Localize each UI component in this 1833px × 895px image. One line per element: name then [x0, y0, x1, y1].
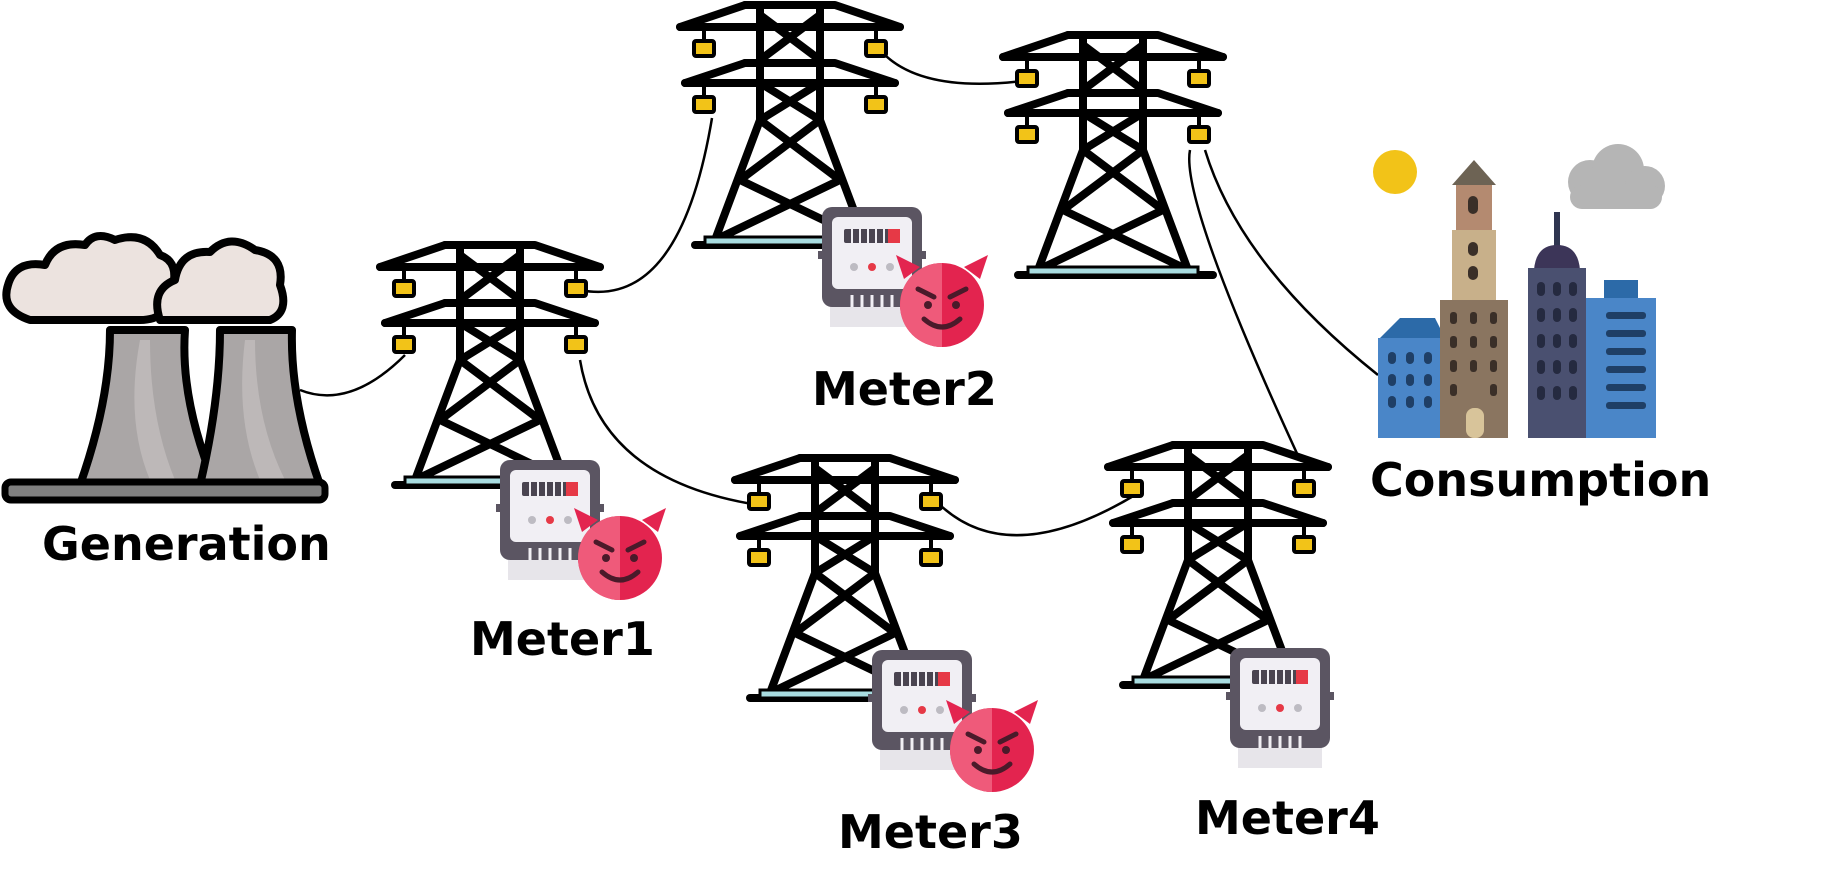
city-buildings-icon [1373, 144, 1665, 438]
label-meter3: Meter3 [838, 805, 1023, 859]
line-tower5-tower6 [939, 493, 1136, 537]
line-tower1-tower2 [579, 117, 714, 294]
power-plant-icon [1, 232, 329, 504]
devil-face-icon-1 [574, 508, 666, 600]
electric-meter-icon-4 [1224, 646, 1336, 770]
label-meter2: Meter2 [812, 362, 997, 416]
devil-face-icon-3 [946, 700, 1038, 792]
line-generation-tower1 [299, 354, 406, 397]
devil-face-icon-2 [896, 255, 988, 347]
line-tower3-consumption [1203, 149, 1379, 376]
line-tower1-tower5 [578, 359, 759, 507]
power-lines [299, 49, 1379, 537]
label-consumption: Consumption [1370, 453, 1711, 507]
transmission-tower-icon-1 [380, 245, 600, 485]
sun-icon [1373, 150, 1417, 194]
label-meter1: Meter1 [470, 612, 655, 666]
label-generation: Generation [42, 517, 331, 571]
label-meter4: Meter4 [1195, 791, 1380, 845]
line-tower2-tower3 [879, 49, 1031, 85]
line-tower3-tower6 [1188, 149, 1302, 461]
cloud-icon [1568, 144, 1665, 209]
